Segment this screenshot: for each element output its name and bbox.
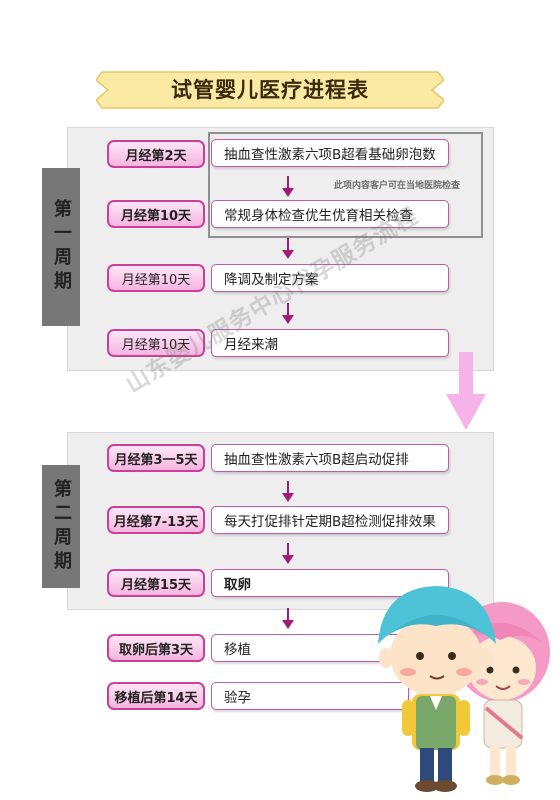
step-pill: 月经第3一5天 <box>107 444 205 472</box>
step-box: 抽血查性激素六项B超看基础卵泡数 <box>211 139 449 167</box>
down-arrow-icon <box>282 608 294 629</box>
step-box: 移植 <box>211 634 409 662</box>
step-pill: 取卵后第3天 <box>107 634 205 662</box>
step-pill: 月经第10天 <box>107 329 205 357</box>
week1-label: 第一周期 <box>42 168 80 326</box>
down-arrow-icon <box>282 543 294 564</box>
local-check-frame <box>208 132 483 238</box>
down-arrow-icon <box>282 481 294 502</box>
week2-label: 第二周期 <box>42 465 80 588</box>
step-box: 验孕 <box>211 682 409 710</box>
step-box: 每天打促排针定期B超检测促排效果 <box>211 506 449 534</box>
down-arrow-icon <box>282 238 294 259</box>
step-pill: 月经第10天 <box>107 264 205 292</box>
local-check-note: 此项内容客户可在当地医院检查 <box>334 181 461 191</box>
step-pill: 月经第2天 <box>107 140 205 168</box>
step-box: 常规身体检查优生优育相关检查 <box>211 200 449 228</box>
step-box: 降调及制定方案 <box>211 264 449 292</box>
down-arrow-icon <box>282 303 294 324</box>
big-down-arrow-icon <box>446 352 486 430</box>
down-arrow-icon <box>282 176 294 197</box>
step-pill: 月经第7-13天 <box>107 506 205 534</box>
step-box: 抽血查性激素六项B超启动促排 <box>211 444 449 472</box>
step-pill: 月经第10天 <box>107 200 205 228</box>
step-pill: 移植后第14天 <box>107 682 205 710</box>
banner-shape <box>96 71 444 109</box>
page-title: 试管婴儿医疗进程表 <box>171 78 369 102</box>
title-banner: 试管婴儿医疗进程表 <box>96 70 444 110</box>
cartoon-couple-illustration <box>378 586 550 792</box>
step-box: 月经来潮 <box>211 329 449 357</box>
step-pill: 月经第15天 <box>107 569 205 597</box>
